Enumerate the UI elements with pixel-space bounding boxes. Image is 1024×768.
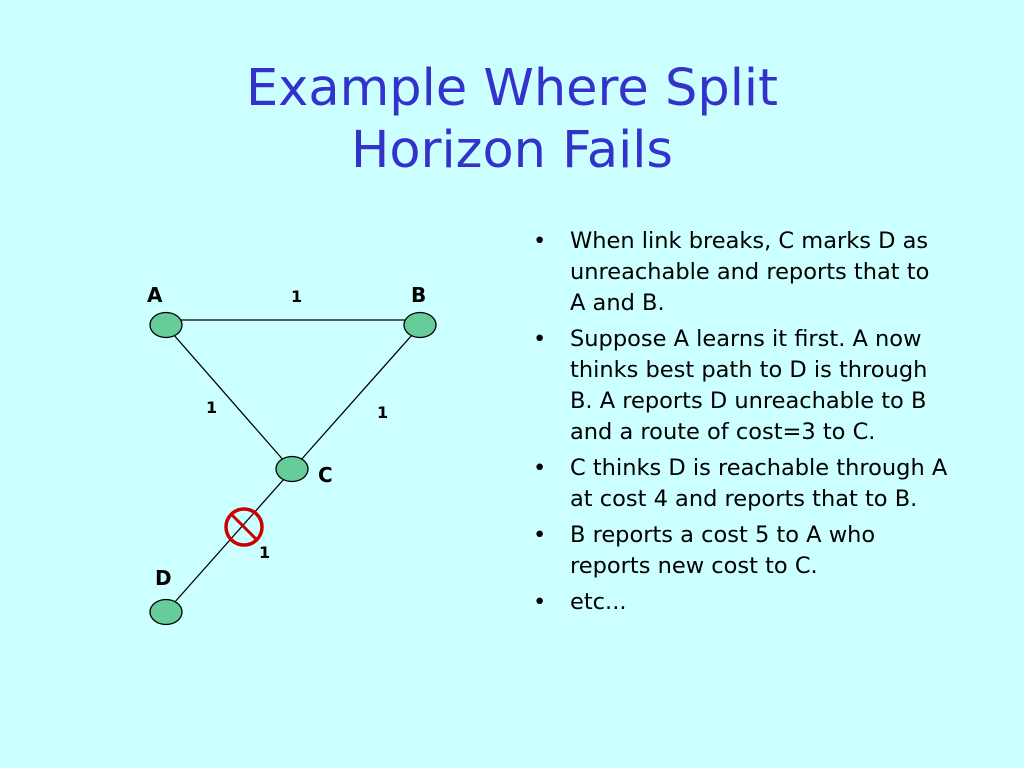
node-label-a: A — [147, 283, 163, 307]
bullet-item: Suppose A learns it first. A now thinks … — [530, 324, 950, 448]
edge-cost-a-b: 1 — [291, 287, 302, 306]
bullet-list: When link breaks, C marks D as unreachab… — [530, 226, 950, 623]
bullet-item: When link breaks, C marks D as unreachab… — [530, 226, 950, 319]
edge-c-d — [165, 469, 293, 613]
node-c — [275, 455, 309, 483]
bullet-item: etc... — [530, 587, 950, 618]
slide-title-line-2: Horizon Fails — [350, 121, 673, 180]
node-label-b: B — [411, 283, 426, 307]
node-d — [149, 598, 183, 626]
bullet-item: B reports a cost 5 to A who reports new … — [530, 520, 950, 582]
edge-b-c — [291, 325, 421, 471]
edge-a-c — [165, 325, 293, 471]
slide-title-line-1: Example Where Split — [245, 59, 779, 118]
edge-cost-a-c: 1 — [206, 398, 217, 417]
bullet-item: C thinks D is reachable through A at cos… — [530, 453, 950, 515]
edge-cost-b-c: 1 — [377, 403, 388, 422]
node-b — [403, 311, 437, 339]
slide-title: Example Where Split Horizon Fails — [112, 58, 912, 182]
node-label-d: D — [155, 566, 172, 590]
node-label-c: C — [318, 463, 333, 487]
edge-cost-c-d: 1 — [259, 543, 270, 562]
node-a — [149, 311, 183, 339]
circle-x-icon — [224, 507, 264, 547]
network-diagram: A B C D 1 1 1 1 — [147, 283, 437, 626]
